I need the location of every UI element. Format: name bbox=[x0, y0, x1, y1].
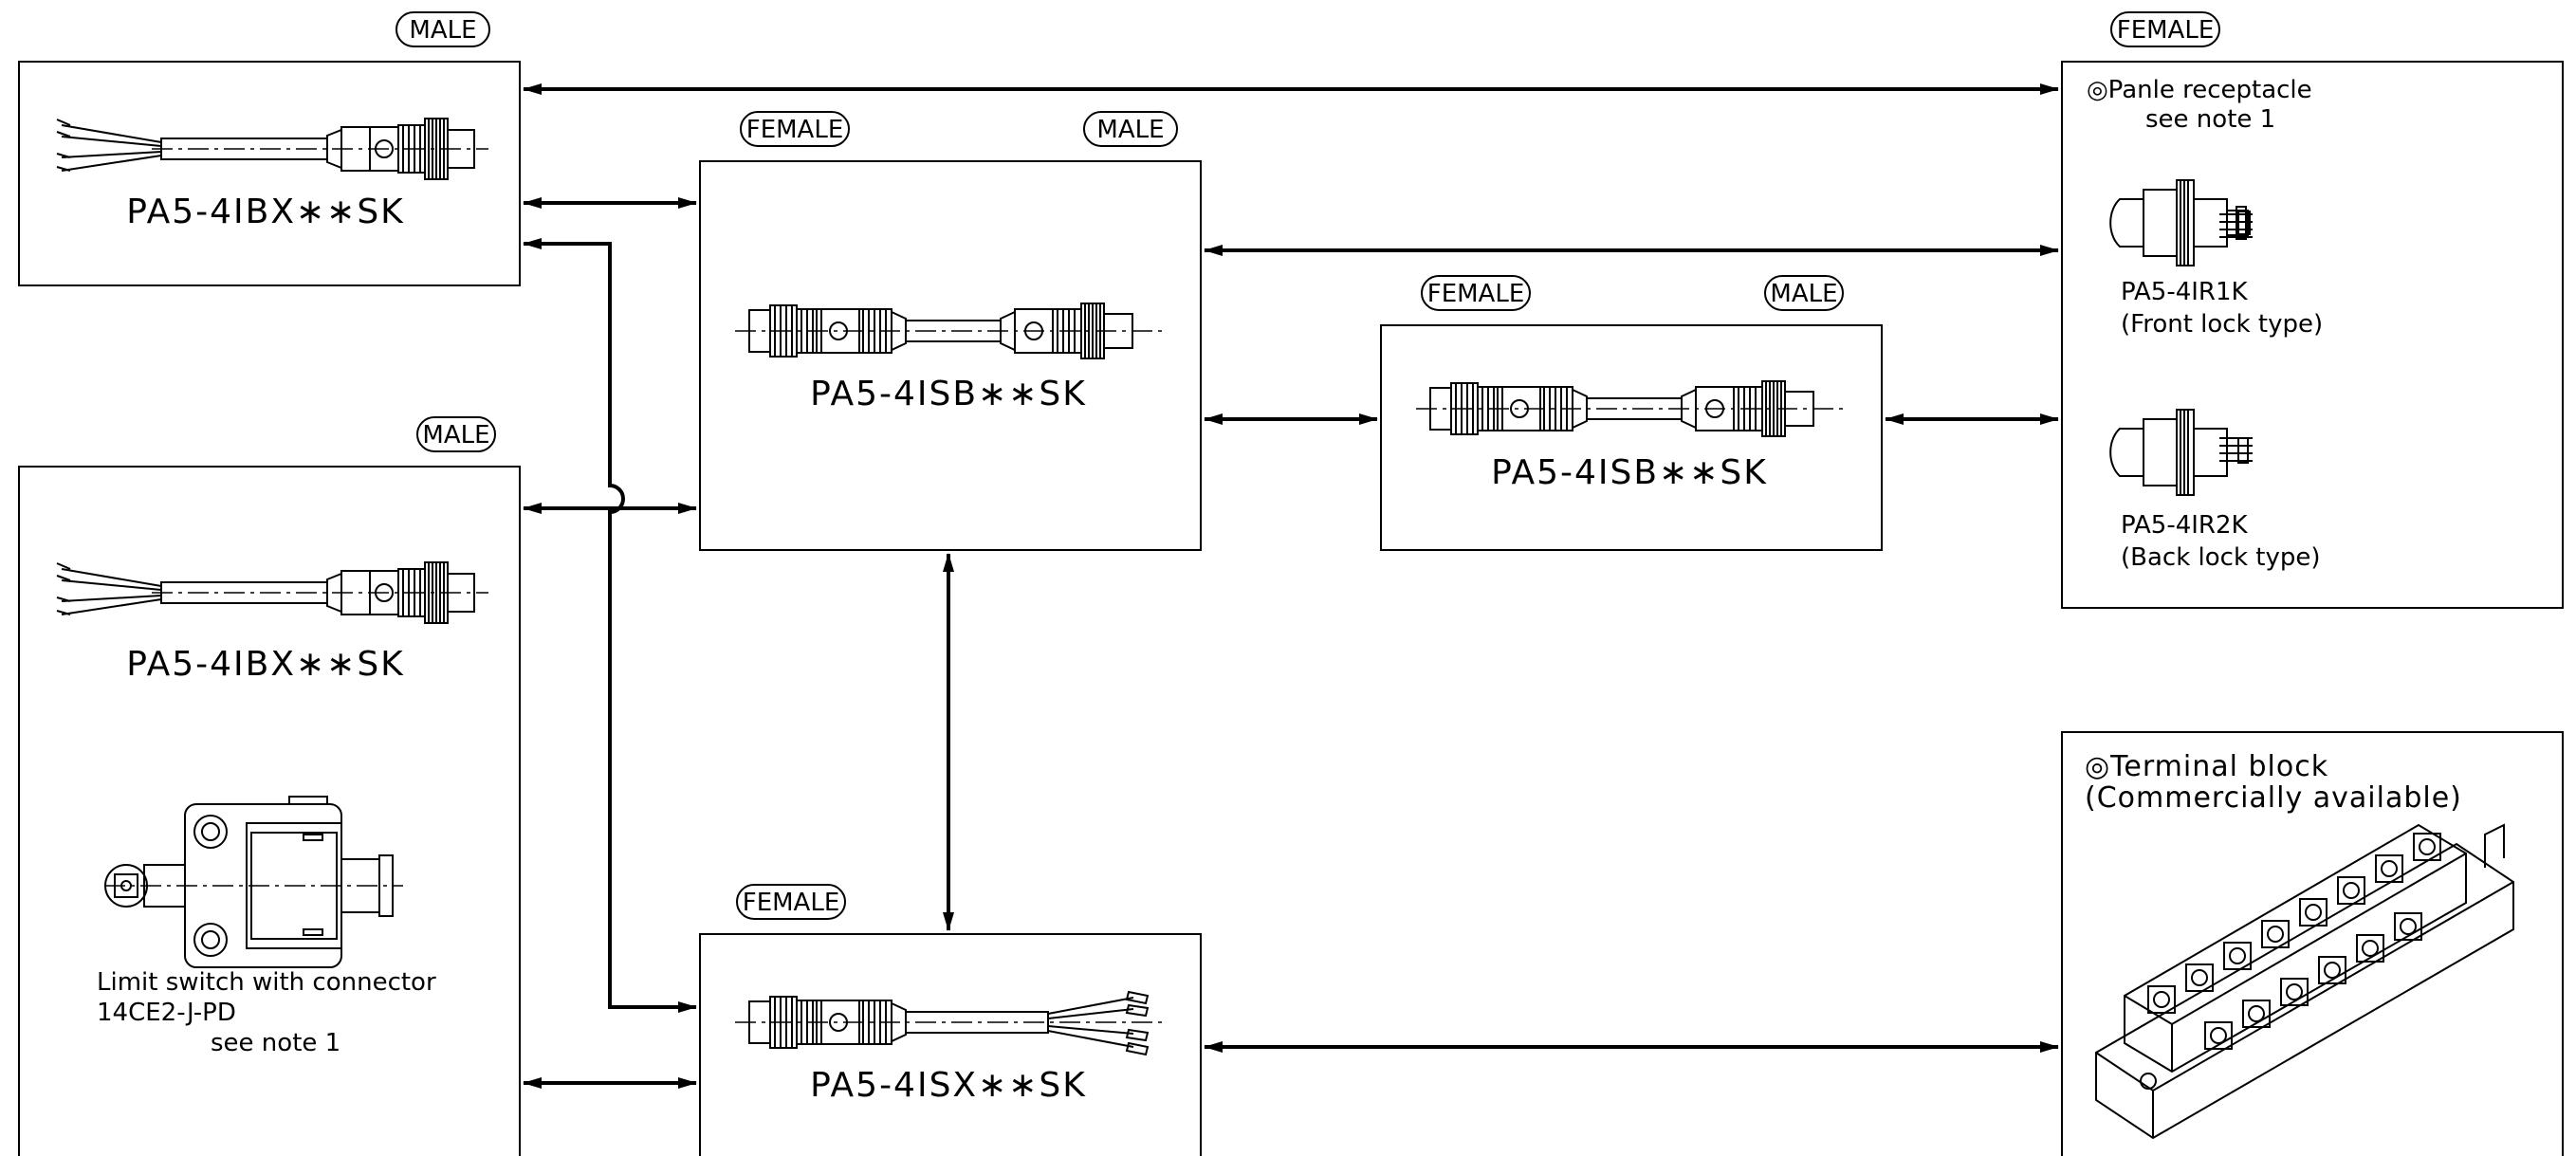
svg-text:MALE: MALE bbox=[1096, 116, 1164, 144]
receptacle-front-lock-drawing bbox=[2109, 179, 2253, 266]
box-pa5-4isx bbox=[699, 933, 1202, 1156]
isx-cable-drawing bbox=[735, 990, 1167, 1056]
tag-male-right-isb: MALE bbox=[1764, 275, 1844, 311]
box-left-group bbox=[18, 466, 521, 1156]
limit-switch-line3: see note 1 bbox=[211, 1029, 340, 1057]
label-pa5-4ibx-top: PA5-4IBX∗∗SK bbox=[126, 193, 405, 231]
box-pa5-4isb-right bbox=[1380, 324, 1883, 551]
receptacle-item1-desc: (Front lock type) bbox=[2121, 310, 2323, 339]
svg-text:FEMALE: FEMALE bbox=[743, 889, 840, 917]
limit-switch-drawing bbox=[104, 796, 403, 968]
male-cable-drawing-left bbox=[56, 561, 489, 624]
male-cable-drawing bbox=[56, 118, 488, 180]
tag-male-left: MALE bbox=[416, 416, 496, 452]
svg-text:FEMALE: FEMALE bbox=[1427, 280, 1525, 308]
isb-cable-drawing-right bbox=[1415, 380, 1849, 437]
svg-text:MALE: MALE bbox=[409, 16, 476, 45]
box-pa5-4ibx-top bbox=[18, 61, 521, 286]
receptacle-item2-name: PA5-4IR2K bbox=[2121, 511, 2249, 540]
tag-female-right-isb: FEMALE bbox=[1421, 275, 1531, 311]
receptacle-back-lock-drawing bbox=[2109, 409, 2253, 496]
terminal-block-line1: ◎Terminal block bbox=[2085, 750, 2328, 783]
label-pa5-4isx: PA5-4ISX∗∗SK bbox=[810, 1066, 1087, 1105]
box-terminal-block bbox=[2061, 731, 2564, 1156]
receptacle-title: ◎Panle receptacle bbox=[2087, 76, 2312, 104]
limit-switch-line1: Limit switch with connector bbox=[97, 968, 436, 997]
isb-cable-drawing bbox=[735, 303, 1167, 359]
terminal-screws bbox=[2147, 833, 2441, 1050]
terminal-block-line2: (Commercially available) bbox=[2085, 781, 2462, 815]
arrow-routed-ibx-to-isx bbox=[523, 238, 697, 1013]
tag-female-isx: FEMALE bbox=[736, 884, 846, 920]
label-pa5-4ibx-left: PA5-4IBX∗∗SK bbox=[126, 645, 405, 684]
receptacle-item1-name: PA5-4IR1K bbox=[2121, 278, 2249, 306]
tag-female-center: FEMALE bbox=[740, 111, 850, 147]
tag-male-top: MALE bbox=[396, 11, 490, 47]
tag-male-center: MALE bbox=[1083, 111, 1178, 147]
receptacle-note: see note 1 bbox=[2145, 105, 2275, 134]
svg-text:MALE: MALE bbox=[422, 421, 489, 450]
tag-female-top-right: FEMALE bbox=[2110, 11, 2220, 47]
box-panel-receptacle bbox=[2061, 61, 2564, 609]
svg-text:FEMALE: FEMALE bbox=[746, 116, 844, 144]
receptacle-item2-desc: (Back lock type) bbox=[2121, 543, 2321, 572]
svg-text:MALE: MALE bbox=[1770, 280, 1837, 308]
limit-switch-line2: 14CE2-J-PD bbox=[97, 999, 236, 1027]
label-pa5-4isb-right: PA5-4ISB∗∗SK bbox=[1491, 453, 1768, 492]
svg-text:FEMALE: FEMALE bbox=[2117, 16, 2215, 45]
label-pa5-4isb-center: PA5-4ISB∗∗SK bbox=[810, 375, 1087, 413]
box-pa5-4isb-center bbox=[699, 160, 1202, 551]
terminal-block-drawing bbox=[2095, 823, 2514, 1140]
